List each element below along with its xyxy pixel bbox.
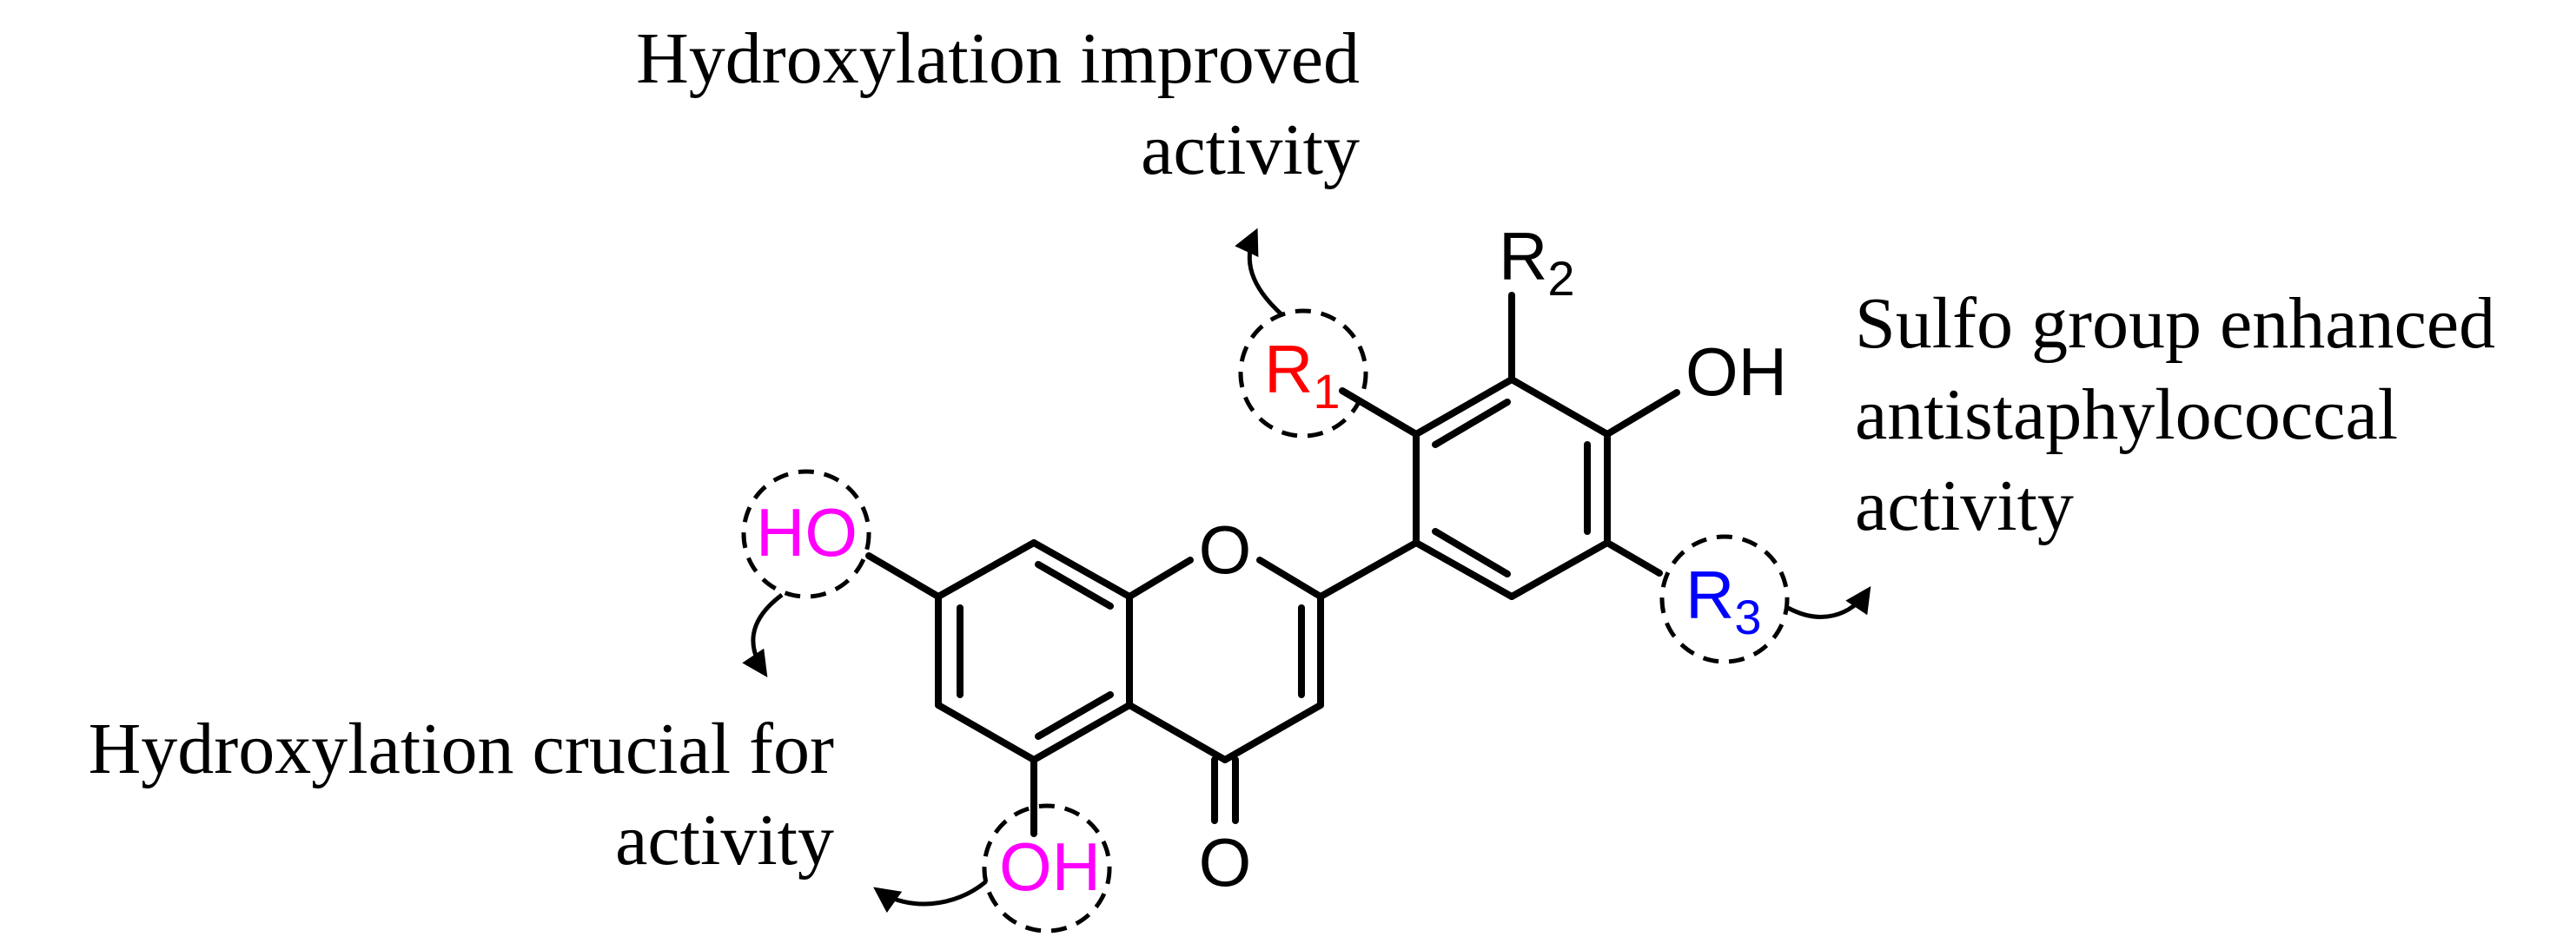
svg-text:Sulfo group enhanced: Sulfo group enhanced	[1855, 283, 2495, 364]
b-ring-hydroxyl-label: OH	[1685, 333, 1787, 410]
ho-annotation: Hydroxylation crucial for activity	[89, 709, 834, 881]
r2-label: R2	[1499, 218, 1575, 306]
b-ring	[1317, 376, 1611, 600]
oh5-label: OH	[999, 828, 1101, 905]
svg-text:activity: activity	[1855, 465, 2074, 546]
r1-bond	[1339, 387, 1420, 438]
r1-highlight-circle	[1238, 308, 1368, 439]
svg-text:antistaphylococcal: antistaphylococcal	[1855, 374, 2398, 455]
r1-label: R1	[1264, 331, 1341, 419]
carbonyl-oxygen-label: O	[1199, 824, 1252, 901]
r1-arrow	[1235, 228, 1283, 316]
ho7-label: HO	[756, 494, 858, 571]
ho7-highlight-circle	[741, 469, 871, 599]
oh-bond	[1604, 389, 1680, 438]
r3-highlight-circle	[1659, 534, 1790, 664]
svg-text:Hydroxylation improved: Hydroxylation improved	[636, 18, 1360, 99]
ho7-bond	[865, 552, 942, 600]
svg-text:Hydroxylation crucial for: Hydroxylation crucial for	[89, 709, 834, 789]
ho7-arrow	[742, 593, 784, 677]
svg-text:activity: activity	[615, 800, 834, 881]
svg-text:activity: activity	[1141, 109, 1360, 190]
oh5-highlight-circle	[982, 803, 1112, 934]
ring-oxygen-label: O	[1199, 511, 1252, 588]
r3-label: R3	[1685, 557, 1762, 644]
r3-annotation: Sulfo group enhanced antistaphylococcal …	[1855, 283, 2495, 546]
a-ring	[935, 539, 1133, 763]
r1-annotation: Hydroxylation improved activity	[636, 18, 1360, 190]
c-ring	[1126, 557, 1324, 824]
oh5-arrow	[873, 880, 988, 914]
r3-arrow	[1786, 586, 1871, 619]
r3-bond	[1604, 539, 1663, 577]
